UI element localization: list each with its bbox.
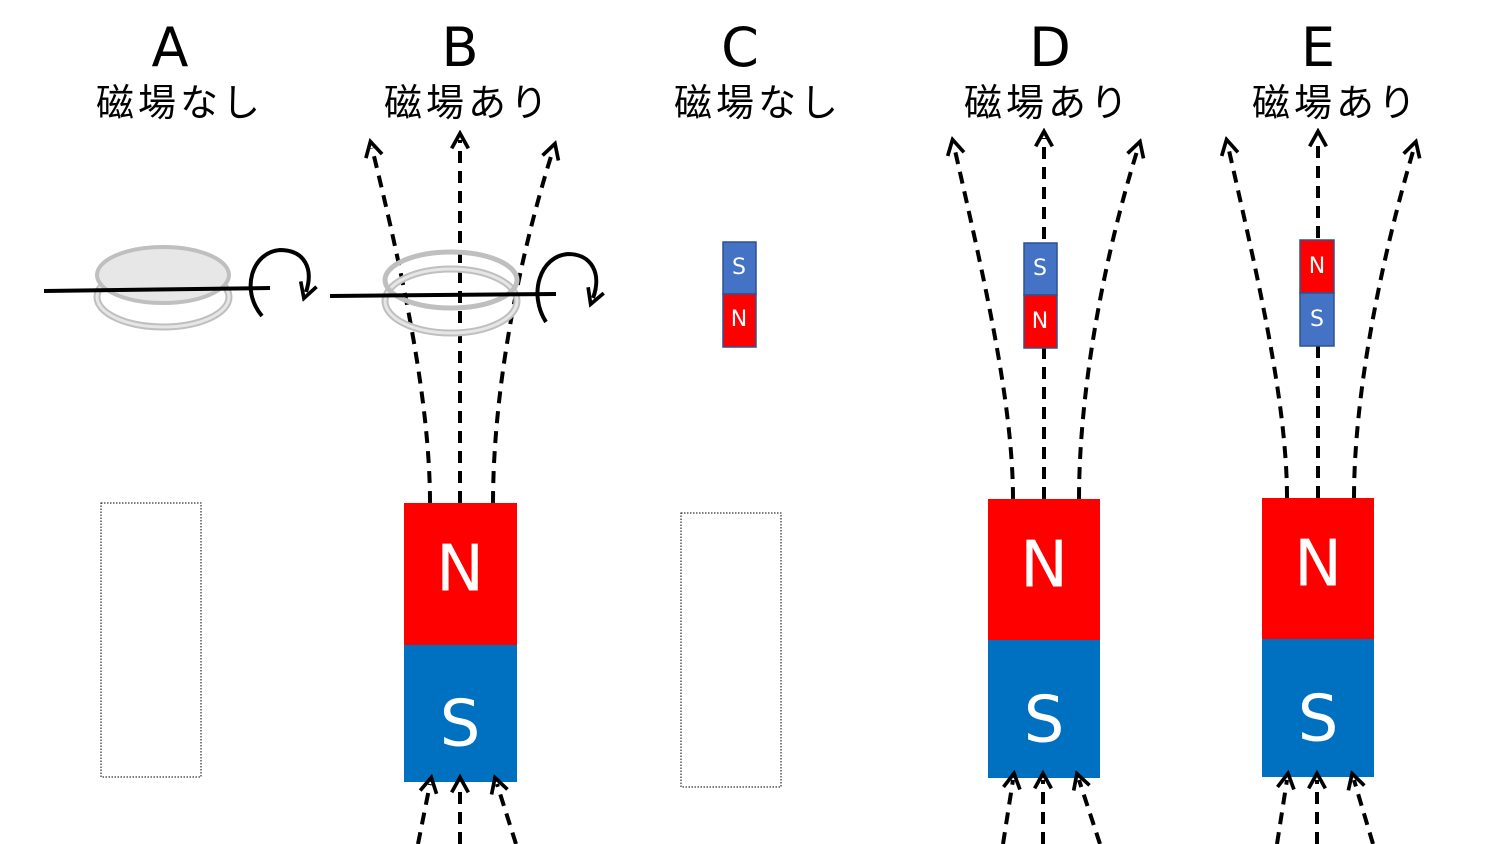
north-label: N <box>436 533 484 607</box>
field-line-bottom-left <box>1001 780 1013 844</box>
rotation-arrow-icon <box>535 251 596 324</box>
small-south-label: S <box>1033 256 1047 281</box>
empty-magnet-outline <box>680 512 782 788</box>
field-line-bottom-right <box>1079 780 1102 844</box>
panel-d-caption: 磁場あり <box>964 81 1132 125</box>
magnet-south-pole <box>988 640 1100 778</box>
magnet-north-pole <box>404 503 517 645</box>
small-north-label: N <box>1309 254 1325 279</box>
magnet-south-pole <box>404 645 517 782</box>
panel-c: C 磁場なし S N <box>674 16 842 788</box>
magnet-north-pole <box>1262 498 1374 639</box>
south-label: S <box>1024 684 1065 758</box>
field-line-right <box>1352 148 1414 499</box>
field-line-left <box>372 148 432 504</box>
panel-d: D 磁場あり S N N S <box>954 16 1138 844</box>
panel-c-caption: 磁場なし <box>674 81 842 125</box>
ring-icon <box>381 249 521 337</box>
field-line-bottom-right <box>497 784 518 844</box>
south-label: S <box>440 688 481 762</box>
field-line-right <box>1077 148 1138 500</box>
small-south-label: S <box>1310 307 1324 332</box>
panel-e: E 磁場あり N S N S <box>1228 16 1420 844</box>
rotation-arrow-icon <box>248 247 309 318</box>
field-line-left <box>1228 146 1289 499</box>
north-label: N <box>1020 529 1068 603</box>
small-north-label: N <box>1032 309 1048 334</box>
small-magnet-south <box>1299 292 1335 347</box>
field-line-bottom-right <box>1354 780 1375 844</box>
panel-d-letter: D <box>1029 16 1071 79</box>
small-magnet-south <box>1023 242 1058 296</box>
panel-b-letter: B <box>441 16 478 79</box>
magnet-north-pole <box>988 499 1100 640</box>
small-magnet-north <box>722 293 757 348</box>
panel-c-letter: C <box>721 16 759 79</box>
small-north-label: N <box>731 307 747 332</box>
south-label: S <box>1298 683 1339 757</box>
panel-b: B 磁場あり N S <box>329 16 596 844</box>
small-magnet-north <box>1299 239 1335 294</box>
small-magnet-north <box>1023 294 1058 349</box>
rotation-axis <box>329 292 557 298</box>
panel-b-caption: 磁場あり <box>384 81 552 125</box>
north-label: N <box>1294 528 1342 602</box>
panel-e-letter: E <box>1301 16 1335 79</box>
field-line-bottom-left <box>1275 780 1287 844</box>
panel-a: A 磁場なし <box>43 16 309 778</box>
small-south-label: S <box>732 255 746 280</box>
panel-e-caption: 磁場あり <box>1252 81 1420 125</box>
rotation-axis <box>43 286 271 293</box>
field-line-bottom-left <box>416 784 430 844</box>
panel-a-caption: 磁場なし <box>96 81 264 125</box>
empty-magnet-outline <box>100 502 202 778</box>
field-line-left <box>954 146 1015 500</box>
panel-a-letter: A <box>152 16 189 79</box>
field-line-right <box>491 150 553 504</box>
magnet-south-pole <box>1262 639 1374 777</box>
